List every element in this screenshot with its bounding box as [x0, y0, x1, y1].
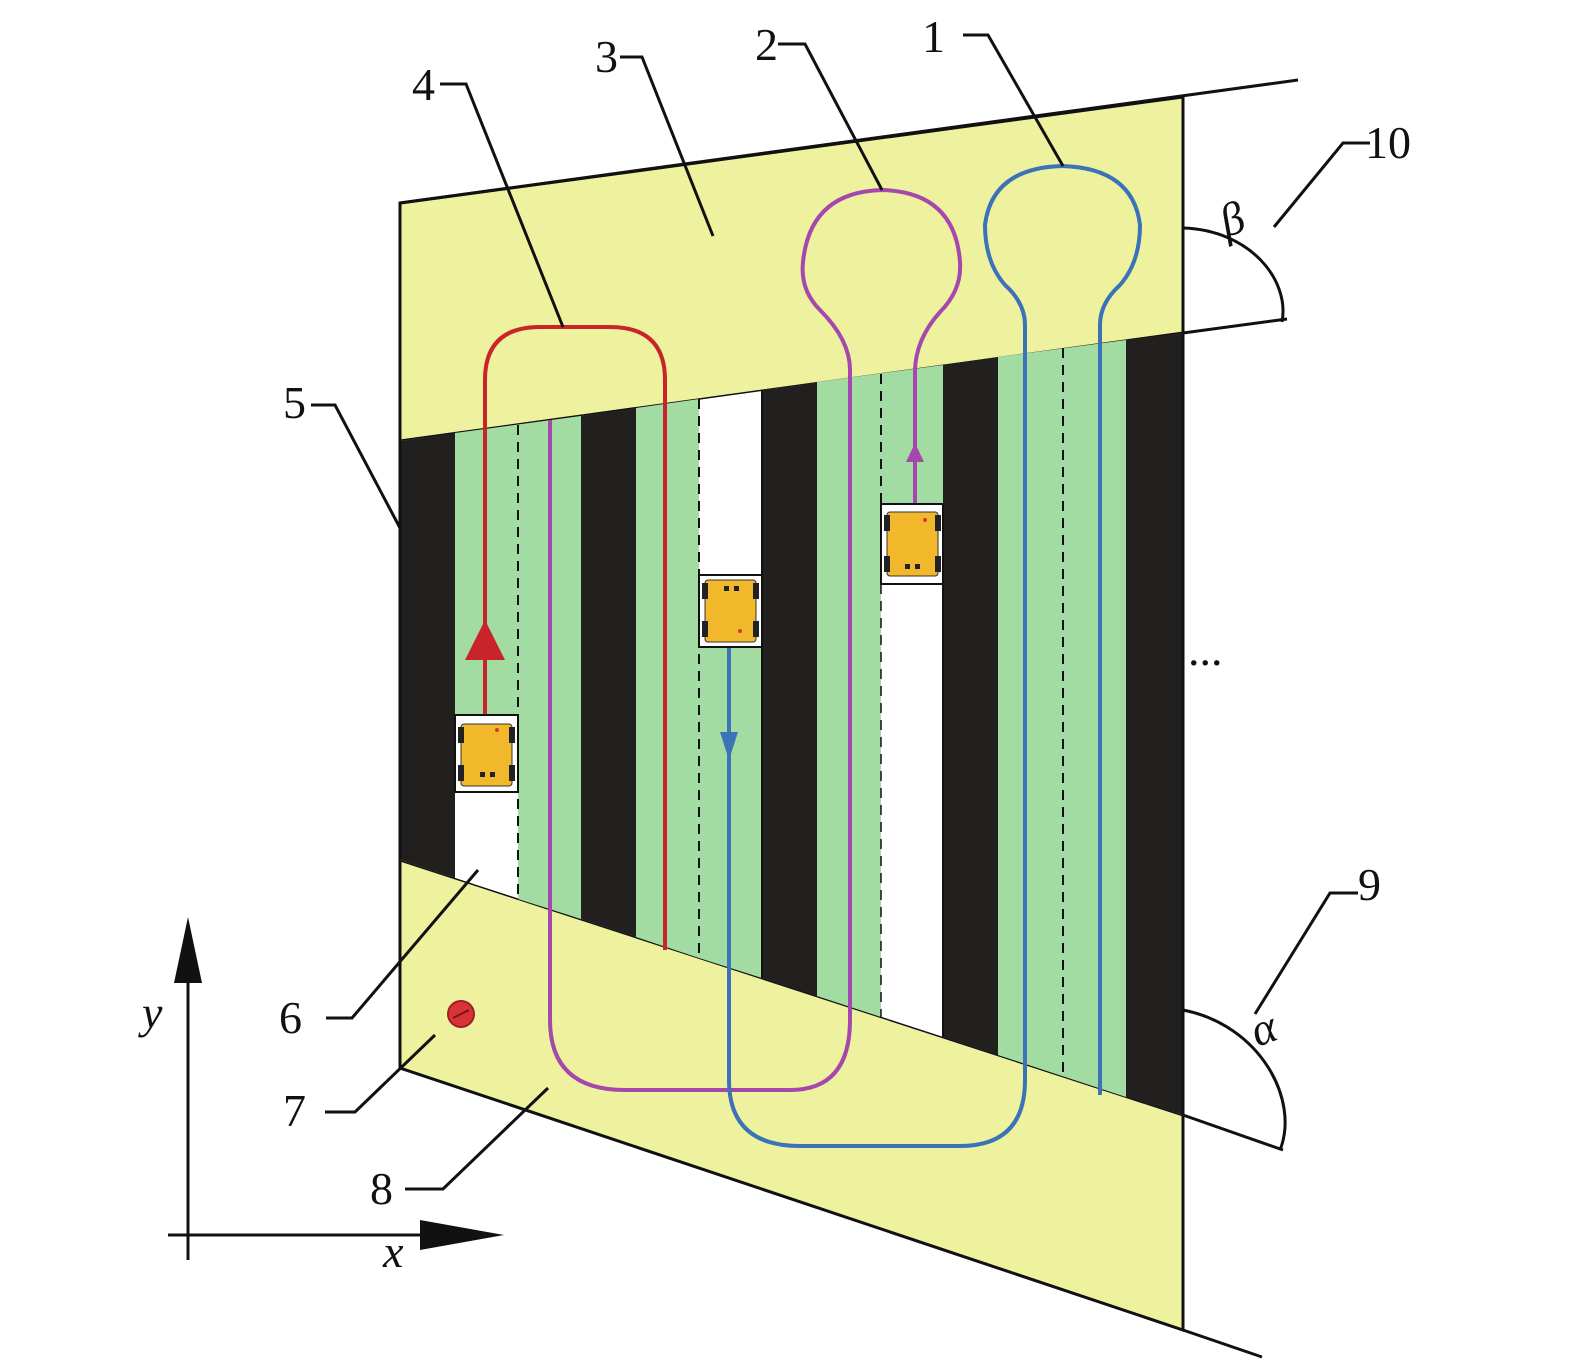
- soil-strip: [1126, 333, 1183, 1115]
- ellipsis: ...: [1188, 624, 1223, 675]
- label-5: 5: [283, 377, 306, 428]
- label-7: 7: [283, 1085, 306, 1136]
- soil-strip: [400, 433, 455, 878]
- path-1-arrowhead: [720, 732, 738, 760]
- soil-strip: [581, 408, 636, 937]
- crop-strip: [998, 340, 1126, 1097]
- soil-strip: [762, 382, 817, 996]
- robot-icon: [880, 503, 944, 585]
- label-9: 9: [1358, 859, 1381, 910]
- robot-icon: [454, 714, 519, 793]
- angle-alpha: α: [1243, 1000, 1284, 1056]
- path-2: [548, 187, 963, 1092]
- row-dashed-lines: [517, 348, 1064, 1076]
- crop-strip: [636, 399, 699, 958]
- start-point-icon: [447, 1000, 475, 1028]
- label-2: 2: [755, 19, 778, 70]
- label-10: 10: [1365, 117, 1411, 168]
- path-4: [483, 325, 667, 950]
- angle-beta: β: [1212, 191, 1252, 247]
- label-1: 1: [922, 11, 945, 62]
- axis-y-label: y: [138, 987, 163, 1038]
- axis-x-label: x: [382, 1226, 404, 1277]
- middle-boundary-line: [1182, 317, 1288, 335]
- beta-arc: [1182, 226, 1285, 323]
- label-8: 8: [370, 1163, 393, 1214]
- leader-lines: [311, 33, 1370, 1191]
- robot-icon: [698, 574, 763, 648]
- lower-boundary-line: [1182, 1113, 1284, 1152]
- soil-strip: [943, 357, 998, 1055]
- label-4: 4: [412, 59, 435, 110]
- bottom-boundary-line: [1182, 1328, 1263, 1359]
- path-2-arrowhead: [906, 443, 924, 462]
- alpha-arc: [1182, 1008, 1287, 1151]
- upper-boundary-line: [399, 78, 1299, 205]
- path-1: [727, 163, 1143, 1148]
- label-6: 6: [279, 992, 302, 1043]
- coordinate-axes: [168, 917, 504, 1260]
- label-3: 3: [595, 31, 618, 82]
